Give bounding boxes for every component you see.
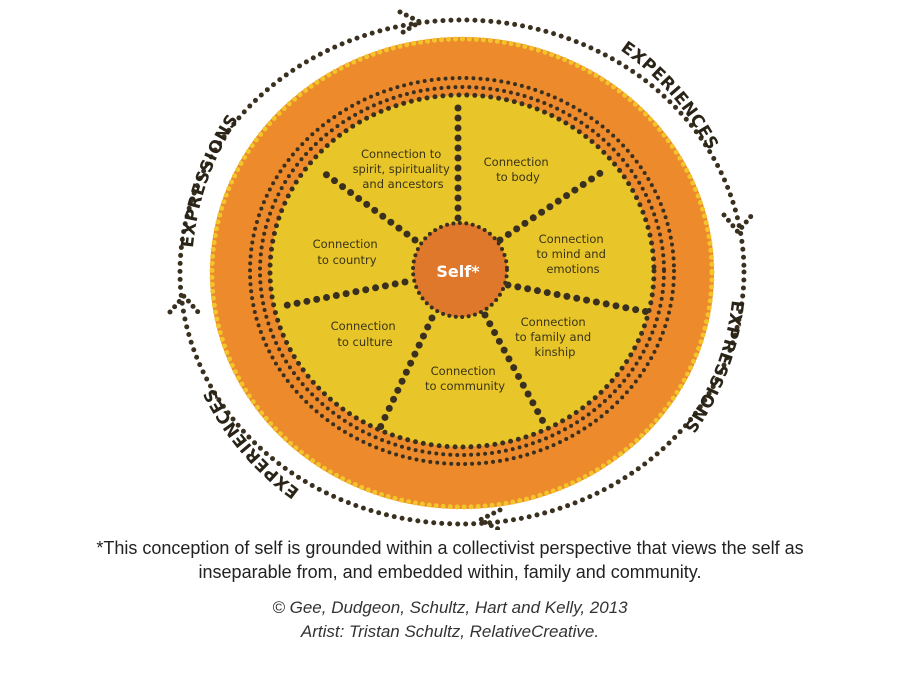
sector-label-country: Connection to country [313,237,382,267]
self-dotted-border [411,221,509,319]
sector-label-culture: Connection to culture [331,319,400,349]
arrow-icons [167,9,755,530]
social-emotional-wellbeing-diagram: Self* Connection to spirit, spirituality… [167,9,755,530]
self-label: Self* [436,262,480,281]
arrow-bottom-icon [474,507,503,530]
credits: © Gee, Dudgeon, Schultz, Hart and Kelly,… [0,596,900,644]
spoke [496,166,609,244]
spokes [274,96,652,432]
inner-dotted-ring-mid [258,85,666,457]
credit-line-1: © Gee, Dudgeon, Schultz, Hart and Kelly,… [272,598,628,617]
inner-dotted-ring [267,92,657,450]
spoke [274,278,409,311]
footnote-line-1: *This conception of self is grounded wit… [96,538,804,558]
spoke [316,166,419,244]
footnote-caption: *This conception of self is grounded wit… [0,536,900,584]
self-circle [413,223,507,317]
spoke [376,314,436,432]
sector-label-mind: Connection to mind and emotions [536,232,609,276]
arrow-top-icon [397,9,426,37]
footnote-line-2: inseparable from, and embedded within, f… [198,562,702,582]
spoke [504,281,652,316]
spoke [481,311,549,429]
sector-label-community: Connection to community [425,364,505,393]
sector-label-body: Connection to body [484,155,553,184]
arrow-left-icon [167,292,201,315]
inner-dotted-ring-outer [248,76,676,466]
outer-dotted-path [177,17,747,527]
yellow-dotted-border [209,36,715,510]
credit-line-2: Artist: Tristan Schultz, RelativeCreativ… [300,622,600,641]
sector-label-spirit: Connection to spirit, spirituality and a… [353,147,454,191]
arrow-right-icon [721,212,755,236]
sector-label-family: Connection to family and kinship [515,315,595,359]
